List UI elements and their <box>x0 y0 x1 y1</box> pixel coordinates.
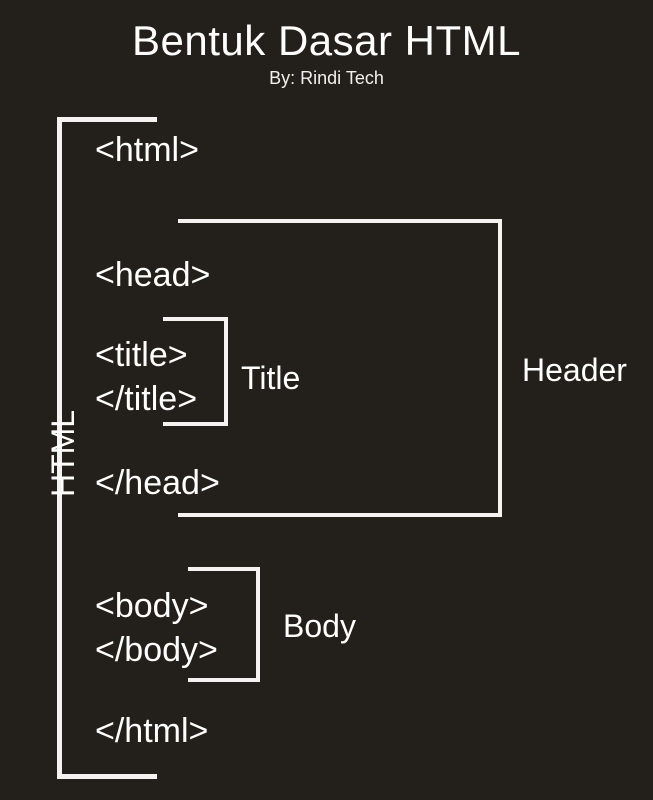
code-line-body-open: <body> <box>95 587 209 625</box>
bracket-title <box>163 317 228 426</box>
code-line-head-open: <head> <box>95 256 211 294</box>
group-label-html: HTML <box>45 409 81 497</box>
code-line-body-close: </body> <box>95 631 218 669</box>
code-line-html-close: </html> <box>95 712 209 750</box>
code-line-title-close: </title> <box>95 380 198 418</box>
page-subtitle: By: Rindi Tech <box>269 68 384 88</box>
group-label-header: Header <box>522 352 627 388</box>
page-title: Bentuk Dasar HTML <box>132 17 521 64</box>
bracket-body <box>188 567 260 682</box>
bracket-header <box>178 219 502 517</box>
code-line-head-close: </head> <box>95 464 220 502</box>
code-line-html-open: <html> <box>95 131 199 169</box>
group-label-title: Title <box>241 360 301 396</box>
group-label-body: Body <box>283 608 356 644</box>
bracket-html <box>57 117 157 779</box>
code-line-title-open: <title> <box>95 336 188 374</box>
